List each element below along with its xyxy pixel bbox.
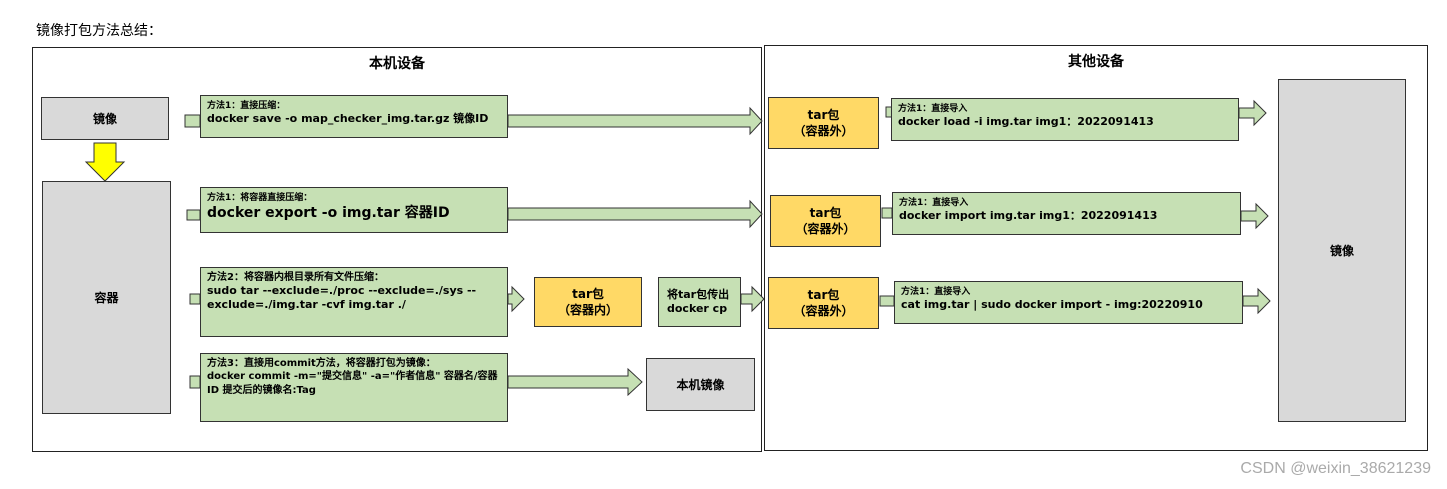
- copy-out-box: 将tar包传出 docker cp: [658, 277, 741, 327]
- local-device-title: 本机设备: [369, 56, 425, 72]
- arrow-image-to-container: [84, 142, 126, 182]
- method-commit-cmd: docker commit -m="提交信息" -a="作者信息" 容器名/容器…: [207, 371, 498, 396]
- arrow-commit: [507, 367, 643, 397]
- stub-export: [186, 209, 201, 221]
- import-load-title: 方法1：直接导入: [898, 104, 968, 114]
- import-load-cmd: docker load -i img.tar img1：2022091413: [898, 115, 1154, 128]
- method-export-title: 方法1：将容器直接压缩：: [207, 193, 313, 203]
- tar-outside-3-line2: （容器外）: [793, 304, 854, 318]
- method-save-cmd: docker save -o map_checker_img.tar.gz 镜像…: [207, 112, 489, 125]
- stub-tar: [189, 293, 201, 305]
- tar-outside-2-line2: （容器外）: [795, 222, 856, 236]
- target-image-box: 镜像: [1278, 79, 1406, 422]
- tar-outside-box-3: tar包 （容器外）: [768, 277, 879, 329]
- arrow-export: [507, 199, 763, 229]
- tar-inside-box: tar包 （容器内）: [534, 277, 642, 327]
- arrow-load: [1238, 99, 1267, 127]
- watermark: CSDN @weixin_38621239: [1240, 460, 1431, 477]
- stub-save: [184, 114, 201, 128]
- tar-outside-box-2: tar包 （容器外）: [770, 195, 881, 247]
- copy-out-line1: 将tar包传出: [667, 288, 730, 301]
- container-box: 容器: [42, 181, 171, 414]
- other-device-title: 其他设备: [1068, 54, 1124, 70]
- page-title: 镜像打包方法总结：: [36, 23, 162, 39]
- arrow-save: [507, 106, 763, 136]
- import-cat-title: 方法1：直接导入: [901, 287, 971, 297]
- method-export: 方法1：将容器直接压缩： docker export -o img.tar 容器…: [200, 187, 508, 233]
- tar-outside-box-1: tar包 （容器外）: [768, 97, 879, 149]
- stub-commit: [189, 375, 201, 389]
- copy-out-line2: docker cp: [667, 302, 728, 315]
- tar-outside-3-line1: tar包: [807, 288, 840, 302]
- method-save: 方法1：直接压缩： docker save -o map_checker_img…: [200, 95, 508, 138]
- import-cat: 方法1：直接导入 cat img.tar | sudo docker impor…: [894, 281, 1243, 324]
- tar-inside-line1: tar包: [572, 287, 604, 301]
- import-import-title: 方法1：直接导入: [899, 198, 969, 208]
- arrow-cp: [740, 285, 765, 313]
- method-save-title: 方法1：直接压缩：: [207, 101, 286, 111]
- method-tar: 方法2：将容器内根目录所有文件压缩： sudo tar --exclude=./…: [200, 267, 508, 337]
- tar-inside-line2: （容器内）: [557, 303, 618, 317]
- method-export-cmd: docker export -o img.tar 容器ID: [207, 205, 450, 221]
- method-tar-cmd: sudo tar --exclude=./proc --exclude=./sy…: [207, 284, 477, 311]
- arrow-import: [1240, 202, 1269, 230]
- arrow-cat: [1242, 287, 1271, 315]
- method-commit-title: 方法3：直接用commit方法，将容器打包为镜像：: [207, 358, 436, 369]
- import-cat-cmd: cat img.tar | sudo docker import - img:2…: [901, 298, 1203, 311]
- import-import: 方法1：直接导入 docker import img.tar img1：2022…: [892, 192, 1241, 235]
- arrow-tar: [507, 285, 525, 313]
- method-commit: 方法3：直接用commit方法，将容器打包为镜像： docker commit …: [200, 353, 508, 422]
- image-box: 镜像: [41, 97, 169, 140]
- tar-outside-2-line1: tar包: [809, 206, 842, 220]
- tar-outside-1-line1: tar包: [807, 108, 840, 122]
- stub-cat: [879, 295, 895, 307]
- import-load: 方法1：直接导入 docker load -i img.tar img1：202…: [891, 98, 1239, 141]
- local-image-box: 本机镜像: [646, 358, 755, 411]
- tar-outside-1-line2: （容器外）: [793, 124, 854, 138]
- import-import-cmd: docker import img.tar img1：2022091413: [899, 209, 1158, 222]
- stub-import: [881, 207, 893, 219]
- method-tar-title: 方法2：将容器内根目录所有文件压缩：: [207, 272, 384, 283]
